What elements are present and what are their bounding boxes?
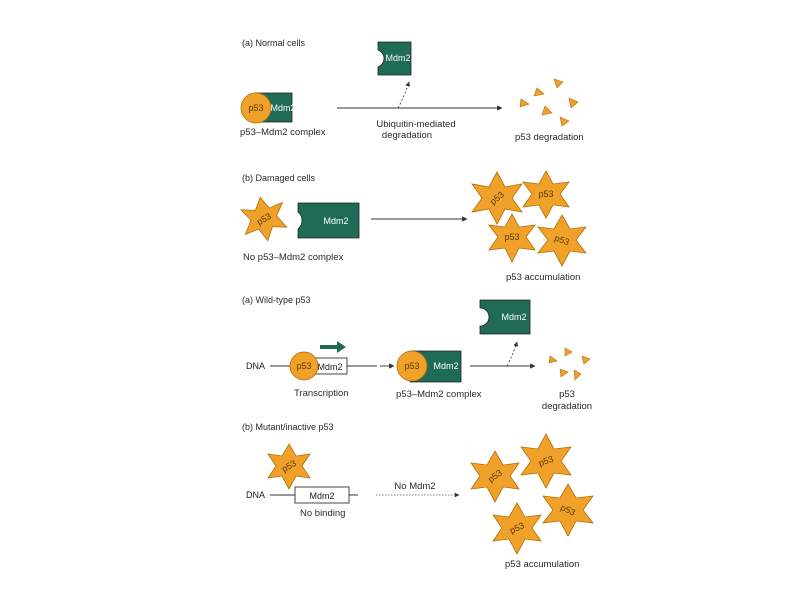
panel-b-damaged-cells: (b) Damaged cells p53 Mdm2 No p53–Mdm2 c… (240, 170, 587, 283)
mdm2-box-label: Mdm2 (270, 103, 295, 113)
p53-bound-circle: p53 (289, 351, 319, 381)
star-4: p53 (542, 483, 594, 537)
panel-d-mutant: (b) Mutant/inactive p53 p53 DNA Mdm2 No … (242, 422, 594, 570)
mdm2-gene-box: Mdm2 (294, 486, 350, 504)
panel-b-header: (b) Damaged cells (242, 173, 316, 183)
mdm2-label: Mdm2 (323, 216, 348, 226)
p53-mdm2-complex: p53 Mdm2 (396, 350, 462, 383)
transcription-arrow-icon (320, 341, 346, 353)
accumulation-label: p53 accumulation (506, 272, 580, 283)
result-label: p53 degradation (515, 132, 584, 143)
mdm2-box: Mdm2 (297, 202, 360, 239)
panel-a-header: (a) Normal cells (242, 38, 306, 48)
no-complex-label: No p53–Mdm2 complex (243, 252, 344, 263)
no-mdm2-label: No Mdm2 (394, 481, 435, 492)
process-line2: degradation (382, 130, 432, 141)
star-4: p53 (537, 214, 587, 267)
star-1: p53 (470, 450, 520, 503)
dna-label: DNA (246, 361, 265, 371)
star-2: p53 (520, 433, 572, 489)
dna-label: DNA (246, 490, 265, 500)
complex-label: p53–Mdm2 complex (240, 127, 326, 138)
panel-d-header: (b) Mutant/inactive p53 (242, 422, 334, 432)
star-4-label: p53 (553, 233, 571, 248)
released-mdm2-label: Mdm2 (501, 312, 526, 322)
star-2: p53 (522, 170, 570, 219)
panel-c-wild-type: (a) Wild-type p53 Mdm2 DNA Mdm2 p53 Tran… (242, 295, 592, 412)
process-line1: Ubiquitin-mediated (376, 119, 455, 130)
star-2-label: p53 (537, 454, 555, 469)
mdm2-release-arrow (506, 341, 519, 367)
star-cluster: p53 p53 p53 p53 (471, 170, 587, 267)
p53-mdm2-complex: p53 Mdm2 (240, 92, 296, 124)
complex-label: p53–Mdm2 complex (396, 389, 482, 400)
p53-fragments (519, 78, 579, 127)
result-line1: p53 (559, 389, 575, 400)
panel-a-normal-cells: (a) Normal cells Mdm2 p53 Mdm2 p53–Mdm2 … (240, 38, 584, 143)
p53-star: p53 (240, 196, 288, 242)
mdm2-release-arrow (397, 81, 411, 109)
star-2-label: p53 (538, 189, 553, 199)
complex-p53-label: p53 (404, 361, 419, 371)
released-mdm2-label: Mdm2 (385, 53, 410, 63)
star-3: p53 (488, 213, 536, 263)
p53-circle-label: p53 (248, 103, 263, 113)
released-mdm2-box: Mdm2 (377, 41, 412, 76)
no-binding-label: No binding (300, 508, 345, 519)
star-3: p53 (492, 502, 542, 555)
p53-fragments (548, 347, 591, 381)
gene-label: Mdm2 (317, 362, 342, 372)
star-1: p53 (471, 171, 523, 225)
gene-label: Mdm2 (309, 491, 334, 501)
released-mdm2-box: Mdm2 (479, 299, 531, 335)
star-3-label: p53 (504, 232, 519, 242)
complex-mdm2-label: Mdm2 (433, 361, 458, 371)
p53-star: p53 (267, 443, 311, 490)
accumulation-label: p53 accumulation (505, 559, 579, 570)
star-cluster: p53 p53 p53 p53 (470, 433, 594, 555)
result-line2: degradation (542, 401, 592, 412)
transcription-label: Transcription (294, 388, 349, 399)
panel-c-header: (a) Wild-type p53 (242, 295, 311, 305)
p53-circle-label: p53 (296, 361, 311, 371)
